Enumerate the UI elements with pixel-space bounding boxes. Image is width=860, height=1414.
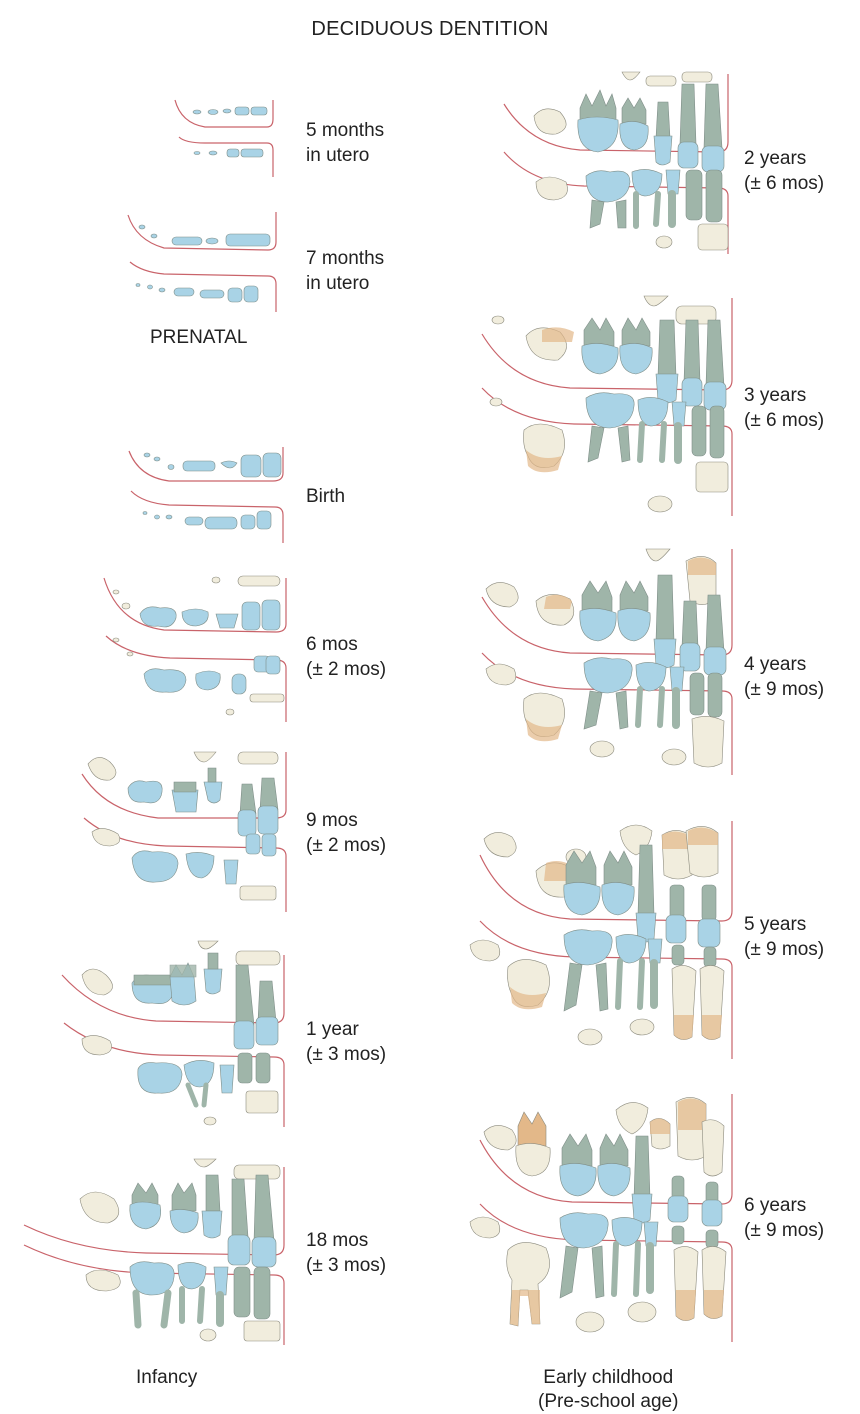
illustration-4-years [478,545,740,780]
illustration-7-months-in-utero [120,210,285,315]
section-label-infancy: Infancy [136,1366,197,1390]
age-label-6-mos: 6 mos (± 2 mos) [306,632,386,682]
section-label-prenatal: PRENATAL [150,326,248,350]
age-label-birth: Birth [306,484,345,509]
age-label-3-years: 3 years (± 6 mos) [744,383,824,433]
age-label-2-years: 2 years (± 6 mos) [744,146,824,196]
section-label-early-childhood: Early childhood (Pre-school age) [538,1366,678,1414]
age-label-18-mos: 18 mos (± 3 mos) [306,1228,386,1278]
illustration-18-mos [22,1155,290,1350]
age-label-5-years: 5 years (± 9 mos) [744,912,824,962]
illustration-9-mos [80,748,290,916]
figure-title: DECIDUOUS DENTITION [0,18,860,41]
illustration-6-years [466,1090,740,1348]
illustration-1-year [60,935,290,1130]
illustration-5-months-in-utero [165,95,285,180]
illustration-2-years [500,68,736,260]
age-label-9-mos: 9 mos (± 2 mos) [306,808,386,858]
age-label-5-months-in-utero: 5 months in utero [306,118,384,168]
age-label-1-year: 1 year (± 3 mos) [306,1017,386,1067]
illustration-birth [125,445,290,545]
age-label-7-months-in-utero: 7 months in utero [306,246,384,296]
age-label-4-years: 4 years (± 9 mos) [744,652,824,702]
illustration-5-years [466,815,740,1065]
illustration-3-years [478,290,740,520]
age-label-6-years: 6 years (± 9 mos) [744,1193,824,1243]
illustration-6-mos [100,570,290,725]
